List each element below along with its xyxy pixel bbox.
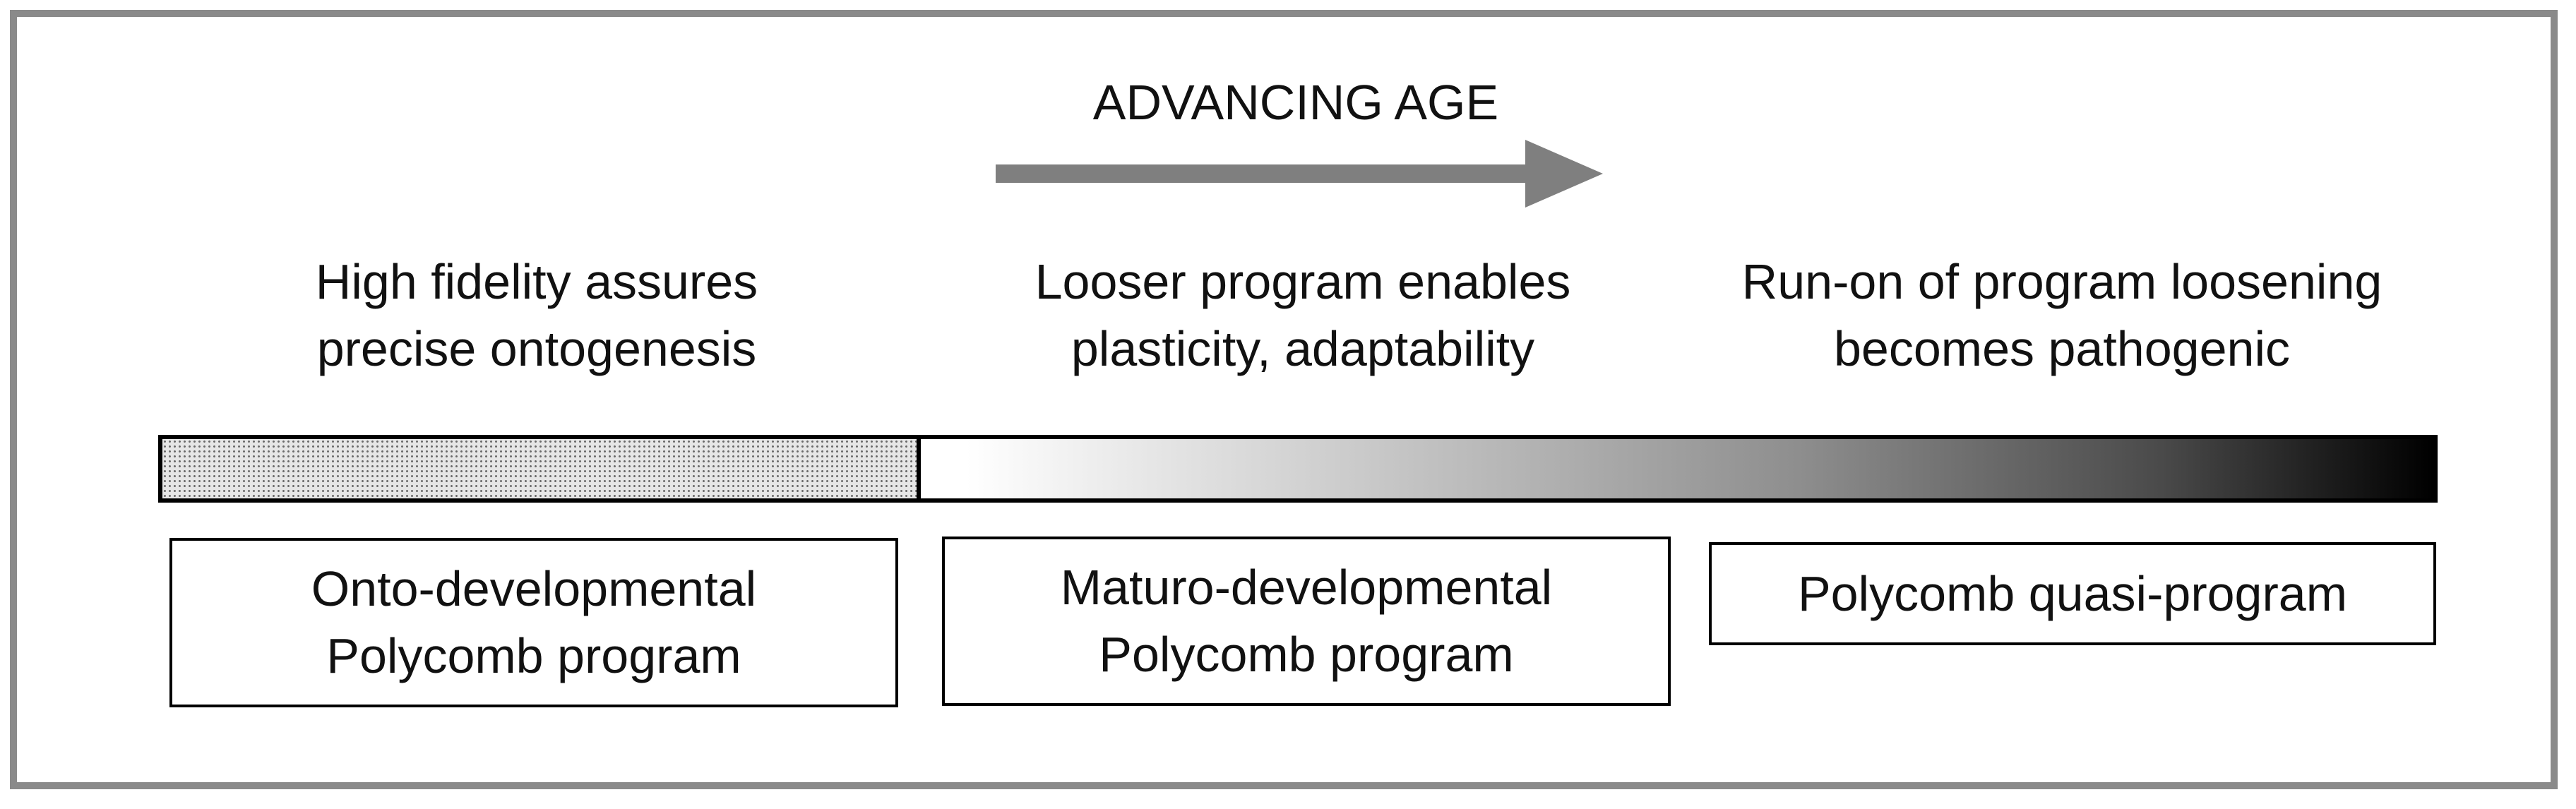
bar-segment-stippled: [162, 439, 921, 498]
program-label: Onto-developmental Polycomb program: [311, 561, 757, 683]
program-label: Polycomb quasi-program: [1797, 565, 2348, 621]
bar-segment-gradient: [921, 439, 2433, 498]
phase-description-middle: Looser program enables plasticity, adapt…: [1034, 254, 1571, 376]
program-label: Maturo-developmental Polycomb program: [1060, 560, 1553, 682]
program-box-quasi-program: Polycomb quasi-program: [1709, 542, 2436, 645]
phase-description-early: High fidelity assures precise ontogenesi…: [315, 254, 758, 376]
age-progression-bar: [158, 435, 2438, 503]
program-box-onto-developmental: Onto-developmental Polycomb program: [169, 538, 898, 707]
arrow-shape: [996, 140, 1603, 208]
phase-description-late: Run-on of program loosening becomes path…: [1741, 254, 2383, 376]
advancing-age-title: ADVANCING AGE: [1092, 75, 1499, 130]
program-box-maturo-developmental: Maturo-developmental Polycomb program: [942, 537, 1671, 706]
right-arrow-icon: [996, 140, 1603, 208]
